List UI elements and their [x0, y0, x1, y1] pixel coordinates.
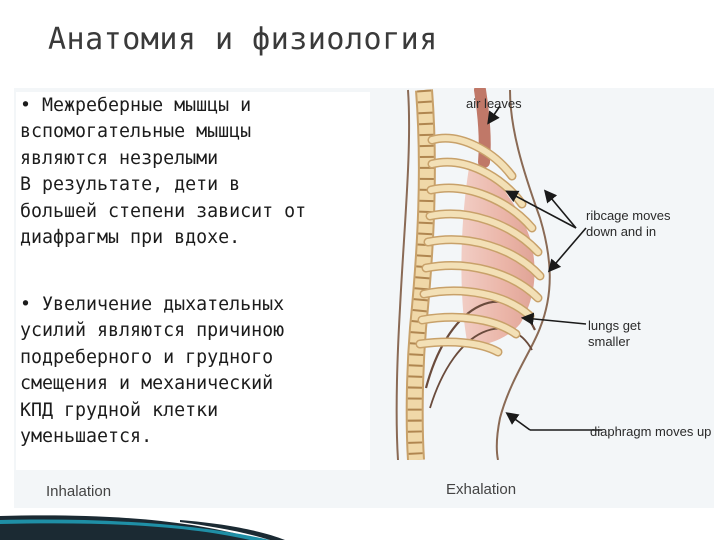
footer-swoosh [0, 515, 285, 540]
caption-inhalation: Inhalation [46, 483, 112, 500]
diaphragm-curve [429, 327, 533, 409]
paragraph-line: смещения и механический [20, 373, 274, 395]
paragraph-line: • Межреберные мышцы и [20, 95, 252, 116]
label-diaphragm-up: diaphragm moves up [590, 424, 712, 439]
lung-shape [461, 162, 535, 346]
exhalation-diagram [395, 88, 602, 460]
paragraph-line: большей степени зависит от [20, 200, 307, 222]
paragraph-immature-muscles: • Межреберные мышцы и вспомогательные мы… [20, 93, 370, 251]
spine [405, 89, 436, 460]
caption-exhalation: Exhalation [446, 481, 517, 498]
label-ribcage-moves: ribcage moves down and in [586, 208, 671, 240]
paragraph-line: КПД грудной клетки [20, 399, 219, 421]
paragraph-line: • Увеличение дыхательных [20, 294, 285, 315]
label-line: down and in [586, 224, 657, 239]
paragraph-line: усилий являются причиною [20, 320, 285, 342]
paragraph-line: В результате, дети в [20, 174, 241, 196]
slide-title: Анатомия и физиология [48, 22, 438, 57]
paragraph-line: подреберного и грудного [20, 346, 274, 368]
ribcage [415, 133, 545, 357]
label-air-leaves: air leaves [466, 96, 522, 111]
paragraph-line: вспомогательные мышцы [20, 121, 252, 143]
annotation-arrows [487, 105, 602, 431]
label-lungs-smaller: lungs get smaller [588, 318, 641, 350]
label-line: lungs get [588, 318, 641, 333]
paragraph-breathing-effort: • Увеличение дыхательных усилий являются… [20, 292, 370, 450]
label-line: smaller [588, 334, 630, 349]
torso-outline [395, 89, 551, 460]
paragraph-line: являются незрелыми [20, 147, 219, 169]
text-panel [16, 92, 370, 470]
paragraph-line: уменьшается. [20, 426, 153, 448]
label-line: ribcage moves [586, 208, 671, 223]
paragraph-line: диафрагмы при вдохе. [20, 227, 241, 249]
